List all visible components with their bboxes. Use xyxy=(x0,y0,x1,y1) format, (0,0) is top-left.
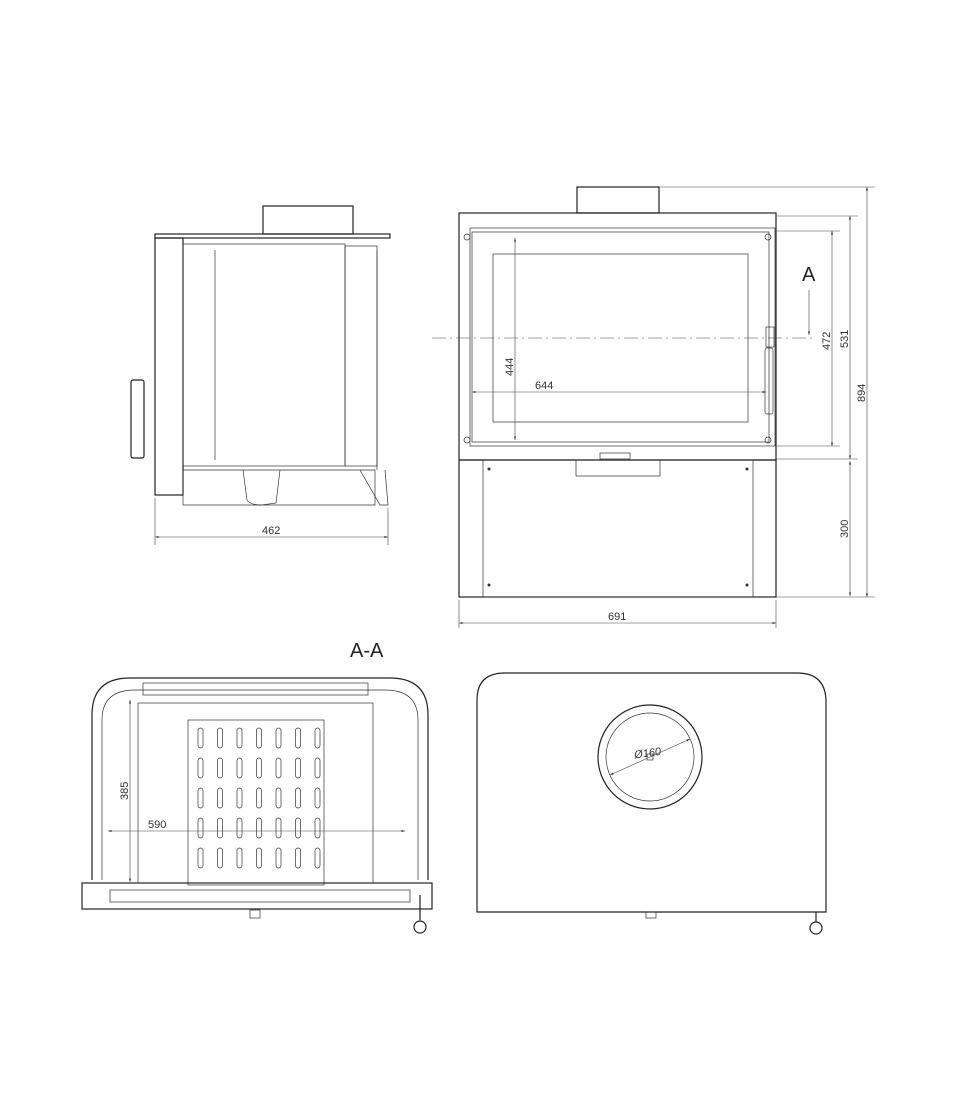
grate-slot xyxy=(197,787,204,809)
side-view: 462 xyxy=(130,205,391,545)
glass-width-dim: 644 xyxy=(535,380,553,392)
grate-slot xyxy=(275,847,282,869)
grate-slot xyxy=(217,727,223,749)
grate-slot xyxy=(314,757,321,779)
grate-slot xyxy=(217,787,223,809)
grate-slot xyxy=(197,847,204,869)
top-view: Ø160 xyxy=(476,672,827,935)
door-height-dim: 472 xyxy=(821,332,833,350)
grate-slots xyxy=(197,727,321,869)
grate-slot xyxy=(217,757,223,779)
side-width-dim: 462 xyxy=(262,525,280,537)
overall-height-dim: 894 xyxy=(856,384,868,402)
grate-slot xyxy=(314,817,321,839)
grate-slot xyxy=(314,787,321,809)
grate-slot xyxy=(256,727,262,749)
grate-slot xyxy=(236,847,243,869)
section-view: A-A 385 590 xyxy=(81,640,433,934)
grate-slot xyxy=(275,817,282,839)
grate-slot xyxy=(295,847,301,869)
grate-slot xyxy=(295,787,301,809)
overall-width-dim: 691 xyxy=(608,611,626,623)
section-title: A-A xyxy=(350,640,384,662)
grate-slot xyxy=(256,787,262,809)
grate-slot xyxy=(236,757,243,779)
front-view: A 444 644 472 531 300 894 691 xyxy=(432,186,875,628)
grate-slot xyxy=(197,727,204,749)
section-marker: A xyxy=(802,264,816,286)
grate-slot xyxy=(236,727,243,749)
section-width-dim: 590 xyxy=(148,819,166,831)
grate-slot xyxy=(314,847,321,869)
base-height-dim: 300 xyxy=(839,520,851,538)
grate-slot xyxy=(295,817,301,839)
grate-slot xyxy=(197,817,204,839)
grate-slot xyxy=(275,787,282,809)
grate-slot xyxy=(295,727,301,749)
grate-slot xyxy=(275,727,282,749)
grate-slot xyxy=(256,757,262,779)
section-depth-dim: 385 xyxy=(119,782,131,800)
grate-slot xyxy=(275,757,282,779)
grate-slot xyxy=(217,817,223,839)
grate-slot xyxy=(256,817,262,839)
grate-slot xyxy=(217,847,223,869)
body-height-dim: 531 xyxy=(839,330,851,348)
flue-diameter-dim: Ø160 xyxy=(633,746,663,762)
grate-slot xyxy=(236,817,243,839)
grate-slot xyxy=(256,847,262,869)
grate-slot xyxy=(236,787,243,809)
grate-slot xyxy=(295,757,301,779)
grate-slot xyxy=(314,727,321,749)
grate-slot xyxy=(197,757,204,779)
glass-height-dim: 444 xyxy=(504,358,516,376)
